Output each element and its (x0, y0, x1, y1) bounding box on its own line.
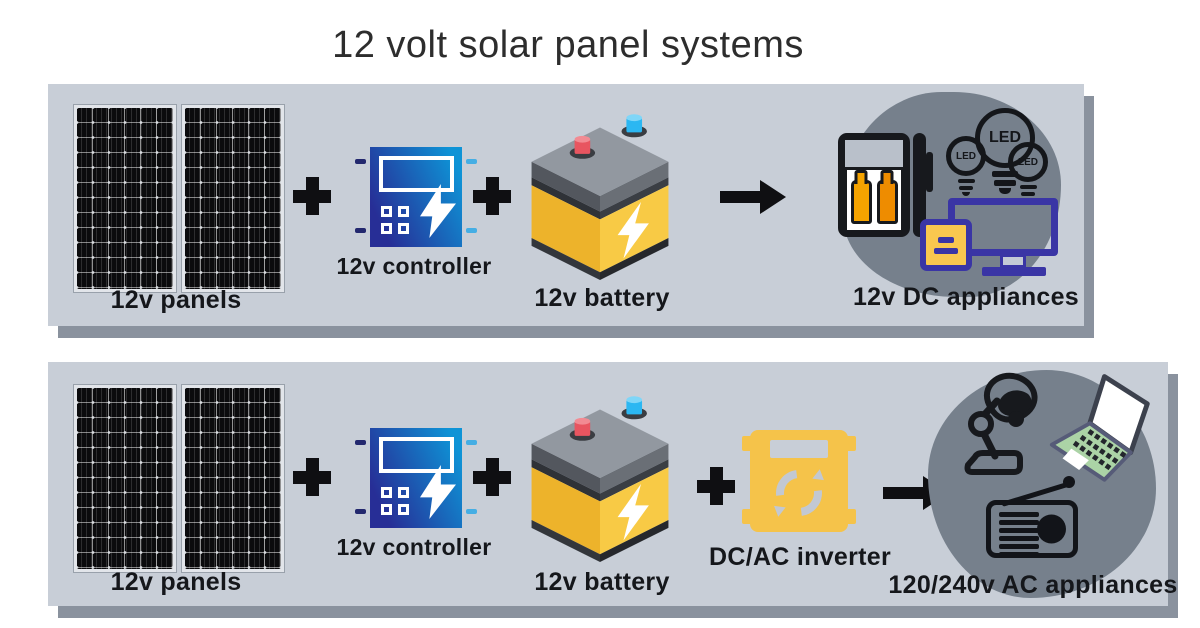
fridge-door-icon (913, 133, 926, 237)
plus-icon (293, 177, 331, 215)
fridge-icon (838, 133, 910, 237)
solar-panel-icon (181, 104, 285, 293)
battery-icon (531, 114, 669, 281)
solar-panel-icon (73, 384, 177, 573)
bottles-icon (845, 167, 903, 227)
controller-buttons (381, 206, 409, 234)
panels-label: 12v panels (110, 286, 242, 314)
radio-knob (1037, 514, 1066, 544)
inverter-icon (742, 430, 856, 532)
plus-icon (473, 177, 511, 215)
controller-label: 12v controller (336, 534, 492, 560)
lamp-icon (964, 372, 1038, 475)
panels-label: 12v panels (110, 568, 242, 596)
fridge-handle-icon (926, 152, 933, 192)
solar-panel-icon (181, 384, 285, 573)
red-terminal (569, 135, 596, 159)
battery-label: 12v battery (534, 568, 670, 596)
plus-icon (293, 458, 331, 496)
solar-panel-icon (73, 104, 177, 293)
monitor-base (982, 267, 1046, 276)
lightning-bolt-icon (420, 184, 456, 238)
speaker-grill (999, 512, 1039, 557)
led-bulb-icon: LED (1008, 142, 1048, 202)
arrow-icon (720, 180, 786, 214)
blue-terminal (621, 114, 647, 138)
controller-label: 12v controller (336, 253, 492, 279)
plus-icon (473, 458, 511, 496)
plus-icon (697, 467, 735, 505)
radio-icon (986, 500, 1078, 558)
controller-buttons (381, 487, 409, 515)
lightning-bolt-icon (420, 465, 456, 519)
battery-label: 12v battery (534, 284, 670, 312)
radio-antenna-tip (1063, 476, 1075, 488)
controller-display (379, 437, 454, 473)
battery-icon (531, 396, 669, 563)
dc-system-row: 12v panels 12v controller (48, 84, 1084, 326)
controller-icon (355, 428, 477, 528)
inverter-label: DC/AC inverter (708, 543, 892, 571)
ac-system-row: 12v panels 12v controller (48, 362, 1177, 606)
appliances-label: 120/240v AC appliances (888, 571, 1178, 599)
led-bulb-icon: LED (946, 136, 986, 196)
red-terminal (569, 417, 596, 441)
controller-icon (355, 147, 477, 247)
appliances-label: 12v DC appliances (852, 283, 1080, 311)
laptop-icon (1049, 374, 1150, 482)
page-title: 12 volt solar panel systems (332, 24, 804, 66)
inverter-display (770, 440, 828, 458)
blue-terminal (621, 396, 647, 420)
controller-display (379, 156, 454, 192)
cycle-arrows-icon (766, 460, 832, 526)
monitor-stand (1000, 254, 1026, 268)
led-bulb-icon: LED (975, 108, 1035, 194)
dc-device-icon (920, 219, 972, 271)
